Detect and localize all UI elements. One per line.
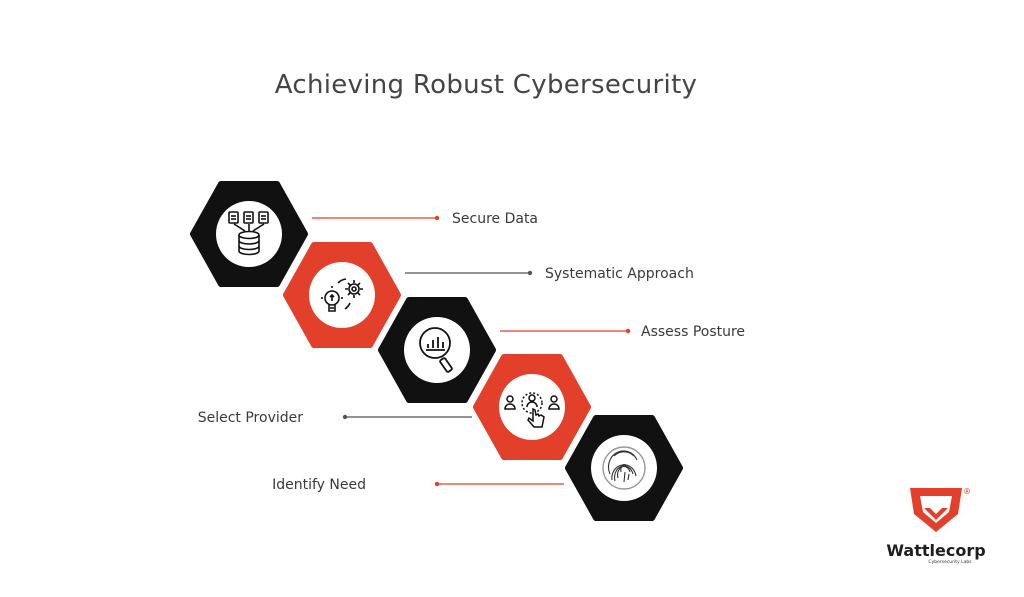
step-label-5: Identify Need [272, 477, 366, 493]
magnifier-chart-icon [419, 327, 453, 373]
brand-logo: ® Wattlecorp Cybersecurity Labs [886, 487, 985, 565]
step-hexagon-1 [190, 181, 308, 287]
connector-dot-2 [527, 270, 533, 276]
step-label-1: Secure Data [452, 211, 538, 227]
step-label-3: Assess Posture [641, 324, 745, 340]
connector-lines [312, 215, 631, 487]
step-label-2: Systematic Approach [545, 266, 694, 282]
step-hexagon-5 [565, 415, 683, 521]
fingerprint-icon [602, 446, 646, 490]
brand-name: Wattlecorp [886, 541, 985, 560]
step-hexagon-3 [378, 297, 496, 403]
connector-dot-4 [342, 414, 348, 420]
connector-dot-3 [625, 328, 631, 334]
user-select-icon [504, 392, 560, 428]
connector-dot-1 [434, 215, 440, 221]
lightbulb-gear-icon [321, 278, 363, 312]
page-title: Achieving Robust Cybersecurity [274, 70, 698, 100]
step-label-4: Select Provider [198, 410, 304, 426]
step-hexagon-4 [473, 354, 591, 460]
connector-dot-5 [434, 481, 440, 487]
shield-logo-icon [910, 488, 962, 532]
database-icon [228, 211, 269, 256]
registered-mark: ® [963, 487, 971, 496]
step-hexagon-2 [283, 242, 401, 348]
brand-tagline: Cybersecurity Labs [928, 559, 972, 565]
